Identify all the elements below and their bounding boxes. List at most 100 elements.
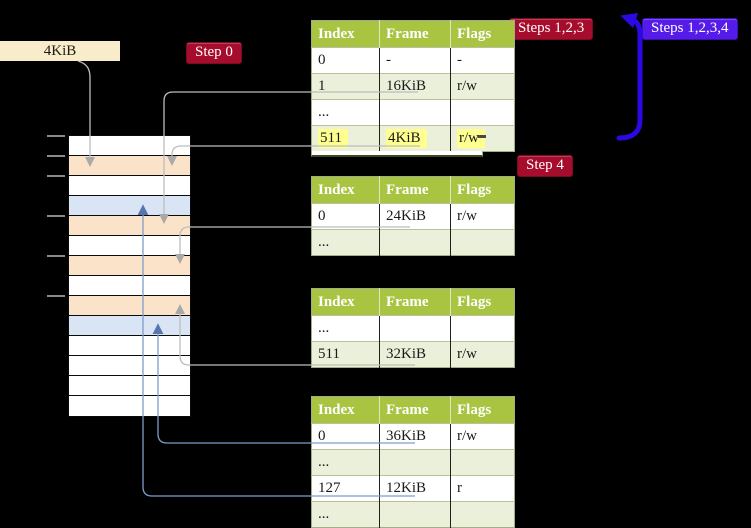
memory-frame-blue	[69, 316, 190, 336]
cell-frame: 24KiB	[379, 203, 451, 230]
col-header-flags: Flags	[450, 288, 515, 316]
badge-steps123: Steps 1,2,3	[509, 18, 594, 40]
cell-frame: 36KiB	[379, 423, 451, 450]
memory-frame-orange	[69, 296, 190, 316]
page-table-4: Index Frame Flags 0 36KiB r/w ... 127 12…	[311, 396, 515, 528]
cell-flags: -	[450, 47, 515, 74]
col-header-index: Index	[311, 176, 380, 204]
table-row: ...	[311, 315, 515, 342]
cell-frame	[379, 501, 451, 528]
cell-flags: r/w	[450, 125, 515, 152]
badge-step4: Step 4	[517, 155, 573, 177]
cell-index: ...	[311, 501, 380, 528]
table-row: 1 16KiB r/w	[311, 73, 515, 100]
table-row: 127 12KiB r	[311, 475, 515, 502]
col-header-index: Index	[311, 20, 380, 48]
cell-index: ...	[311, 229, 380, 256]
col-header-frame: Frame	[379, 20, 451, 48]
table-header-row: Index Frame Flags	[311, 396, 515, 424]
cell-flags	[450, 229, 515, 256]
highlight: 511	[318, 129, 348, 148]
cell-frame: 16KiB	[379, 73, 451, 100]
address-tick	[47, 155, 65, 157]
table-1-clipped-row	[311, 151, 483, 157]
cell-flags: r	[450, 475, 515, 502]
cell-flags: r/w	[450, 203, 515, 230]
highlight: 4KiB	[386, 129, 427, 148]
memory-frame-white	[69, 356, 190, 376]
page-table-3: Index Frame Flags ... 511 32KiB r/w	[311, 288, 515, 368]
memory-column	[68, 135, 191, 417]
col-header-frame: Frame	[379, 176, 451, 204]
table-row-highlighted: 511 4KiB r/w	[311, 125, 515, 152]
cell-index: ...	[311, 449, 380, 476]
table-header-row: Index Frame Flags	[311, 288, 515, 316]
cell-frame	[379, 99, 451, 126]
steps-loop-arrow	[616, 12, 643, 141]
col-header-flags: Flags	[450, 176, 515, 204]
table-row: ...	[311, 99, 515, 126]
memory-frame-white	[69, 376, 190, 396]
cell-flags	[450, 315, 515, 342]
memory-frame-white	[69, 396, 190, 416]
cell-flags: r/w	[450, 73, 515, 100]
memory-frame-blue	[69, 196, 190, 216]
table-row: ...	[311, 449, 515, 476]
cell-index: 0	[311, 47, 380, 74]
highlight: r/w	[457, 129, 485, 148]
cell-frame	[379, 315, 451, 342]
cell-index: 511	[311, 341, 380, 368]
memory-frame-white	[69, 236, 190, 256]
cell-frame: 4KiB	[379, 125, 451, 152]
cell-frame: -	[379, 47, 451, 74]
cell-flags	[450, 99, 515, 126]
table-row: 0 - -	[311, 47, 515, 74]
badge-step0: Step 0	[186, 42, 242, 64]
table-row: 0 24KiB r/w	[311, 203, 515, 230]
cell-index: ...	[311, 99, 380, 126]
cell-frame: 12KiB	[379, 475, 451, 502]
cell-flags: r/w	[450, 423, 515, 450]
table-row: ...	[311, 501, 515, 528]
col-header-index: Index	[311, 288, 380, 316]
frame-size-label: 4KiB	[0, 41, 120, 61]
memory-frame-white	[69, 336, 190, 356]
address-tick	[47, 135, 65, 137]
address-tick	[47, 175, 65, 177]
cell-flags	[450, 449, 515, 476]
badge-steps1234: Steps 1,2,3,4	[642, 18, 738, 40]
table-row: 0 36KiB r/w	[311, 423, 515, 450]
col-header-index: Index	[311, 396, 380, 424]
row-511-dash	[478, 135, 486, 138]
col-header-frame: Frame	[379, 396, 451, 424]
cell-index: 1	[311, 73, 380, 100]
col-header-flags: Flags	[450, 396, 515, 424]
memory-frame-white	[69, 176, 190, 196]
cell-flags: r/w	[450, 341, 515, 368]
table-row: ...	[311, 229, 515, 256]
cell-frame: 32KiB	[379, 341, 451, 368]
table-row: 511 32KiB r/w	[311, 341, 515, 368]
memory-frame-white	[69, 276, 190, 296]
memory-frame-orange	[69, 216, 190, 236]
cell-frame	[379, 449, 451, 476]
address-tick	[47, 255, 65, 257]
table-header-row: Index Frame Flags	[311, 20, 515, 48]
cell-index: ...	[311, 315, 380, 342]
page-table-2: Index Frame Flags 0 24KiB r/w ...	[311, 176, 515, 256]
memory-frame-orange	[69, 156, 190, 176]
cell-flags	[450, 501, 515, 528]
address-tick	[47, 215, 65, 217]
table-header-row: Index Frame Flags	[311, 176, 515, 204]
memory-frame-orange	[69, 256, 190, 276]
cell-index: 0	[311, 423, 380, 450]
cell-index: 127	[311, 475, 380, 502]
cell-frame	[379, 229, 451, 256]
cell-index: 0	[311, 203, 380, 230]
memory-frame-white	[69, 136, 190, 156]
cell-index: 511	[311, 125, 380, 152]
col-header-frame: Frame	[379, 288, 451, 316]
address-tick	[47, 295, 65, 297]
page-table-1: Index Frame Flags 0 - - 1 16KiB r/w ... …	[311, 20, 515, 152]
